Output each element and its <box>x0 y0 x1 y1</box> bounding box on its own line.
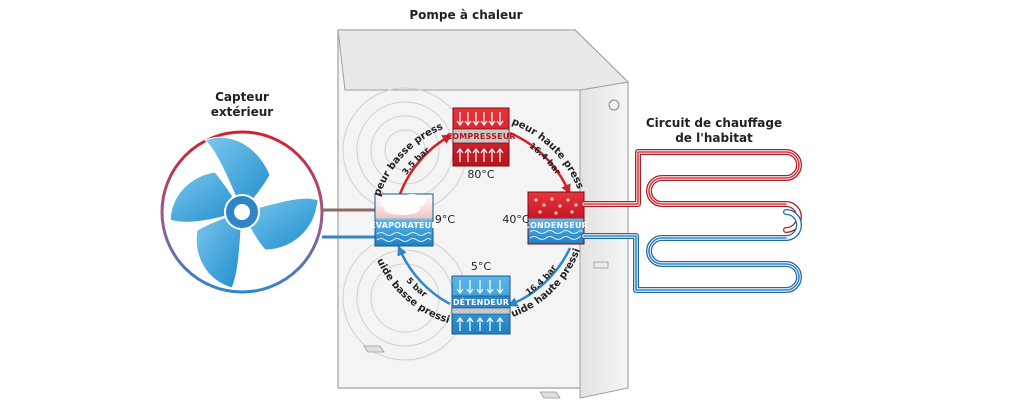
expansion-valve-temperature: 5°C <box>471 260 491 273</box>
expansion-valve-box: DÉTENDEUR <box>451 275 511 335</box>
heating-circuit-label-line2: de l'habitat <box>675 131 753 145</box>
compressor-label: COMPRESSEUR <box>446 132 516 141</box>
cycle-segment-compressor-to-condenser <box>509 131 571 195</box>
condenser-label: CONDENSEUR <box>524 221 588 230</box>
condenser-box: CONDENSEUR <box>524 191 588 245</box>
heating-circuit-label-line1: Circuit de chauffage <box>646 116 782 130</box>
outdoor-fan <box>160 130 324 294</box>
unit-foot-right <box>539 391 561 399</box>
refrigerant-cycle <box>396 131 572 307</box>
fan-blades <box>169 136 319 289</box>
cycle-segment-evaporator-to-compressor <box>396 134 453 201</box>
evaporator-temperature: 9°C <box>435 213 455 226</box>
outdoor-label-line2: extérieur <box>211 105 273 119</box>
heating-circuit-pipes <box>581 149 802 293</box>
condenser-temperature: 40°C <box>502 213 529 226</box>
diagram-title: Pompe à chaleur <box>409 8 522 22</box>
cycle-segment-condenser-to-expansion <box>507 247 572 307</box>
expansion-valve-label: DÉTENDEUR <box>453 296 509 307</box>
evaporator-box: ÉVAPORATEUR <box>370 193 438 247</box>
compressor-arrows <box>456 112 504 162</box>
condenser-droplets <box>534 197 578 215</box>
outdoor-unit-casing <box>337 29 630 399</box>
expansion-arrows <box>456 280 504 331</box>
cycle-segment-expansion-to-evaporator <box>397 245 451 306</box>
unit-foot-left <box>363 345 385 353</box>
evaporator-label: ÉVAPORATEUR <box>370 219 437 230</box>
compressor-box: COMPRESSEUR <box>446 107 516 167</box>
outdoor-label-line1: Capteur <box>215 90 269 104</box>
compressor-temperature: 80°C <box>467 168 494 181</box>
